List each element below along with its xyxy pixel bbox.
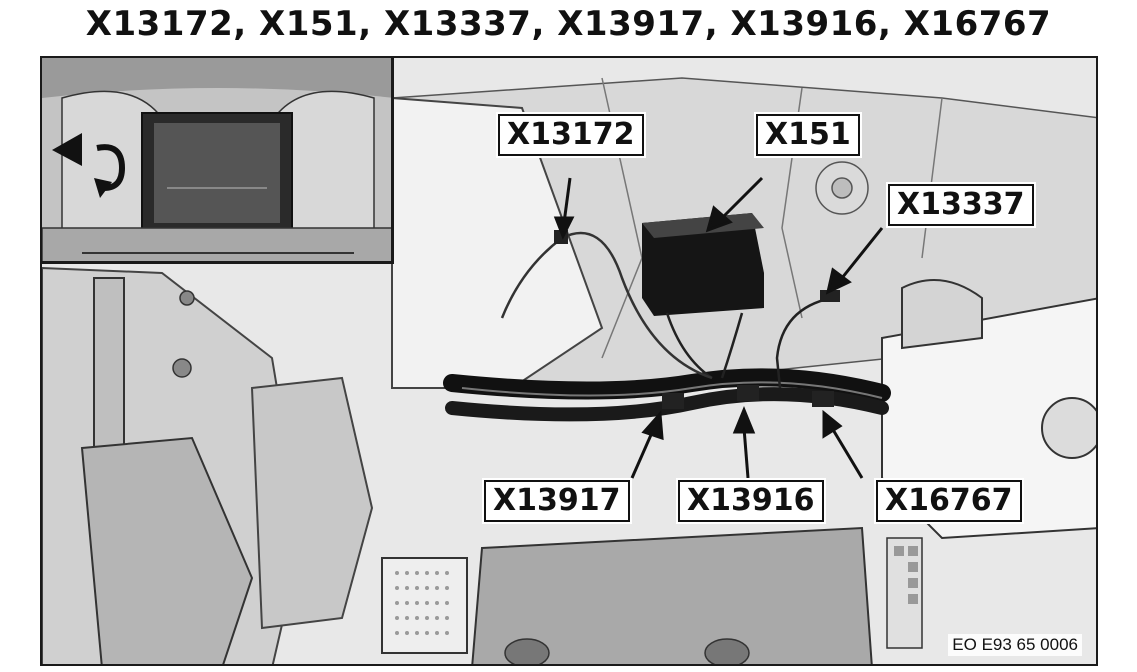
connector-label-x13917: X13917 bbox=[484, 480, 630, 522]
trunk-illustration bbox=[42, 58, 1096, 664]
connector-label-x13172: X13172 bbox=[498, 114, 644, 156]
figure-reference-code: EO E93 65 0006 bbox=[948, 634, 1082, 656]
inset-overview-image bbox=[42, 58, 394, 264]
page-title: X13172, X151, X13337, X13917, X13916, X1… bbox=[85, 4, 1052, 44]
connector-label-x13916: X13916 bbox=[678, 480, 824, 522]
connector-label-x151: X151 bbox=[756, 114, 860, 156]
inset-trunk-illustration bbox=[42, 58, 391, 261]
connector-label-x13337: X13337 bbox=[888, 184, 1034, 226]
connector-label-x16767: X16767 bbox=[876, 480, 1022, 522]
component-illustration: X13172 X151 X13337 X13917 X13916 X16767 … bbox=[40, 56, 1098, 666]
